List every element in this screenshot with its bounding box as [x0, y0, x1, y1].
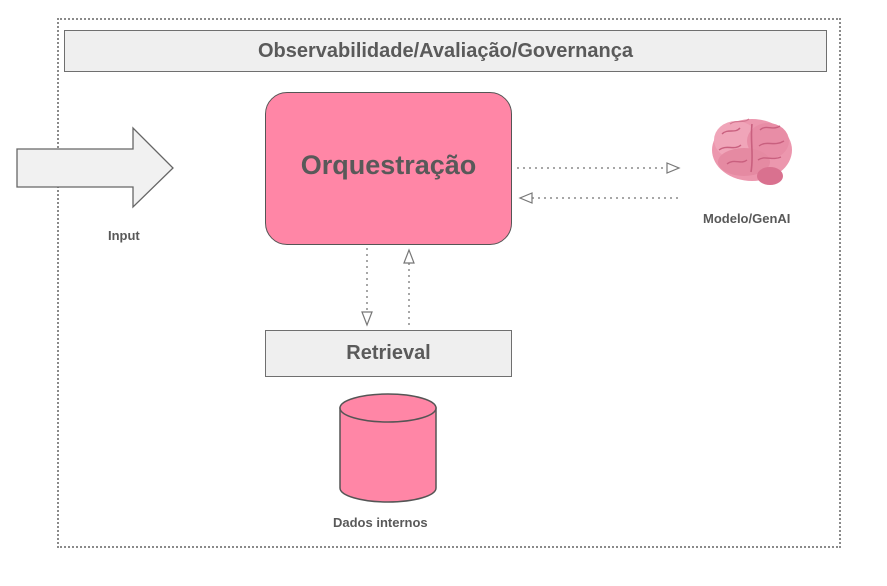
observability-banner: Observabilidade/Avaliação/Governança — [64, 30, 827, 72]
model-label: Modelo/GenAI — [703, 211, 791, 226]
orchestration-box: Orquestração — [265, 92, 512, 245]
database-label: Dados internos — [333, 515, 428, 530]
outer-boundary-frame — [57, 18, 841, 548]
input-label: Input — [108, 228, 140, 243]
retrieval-box: Retrieval — [265, 330, 512, 377]
